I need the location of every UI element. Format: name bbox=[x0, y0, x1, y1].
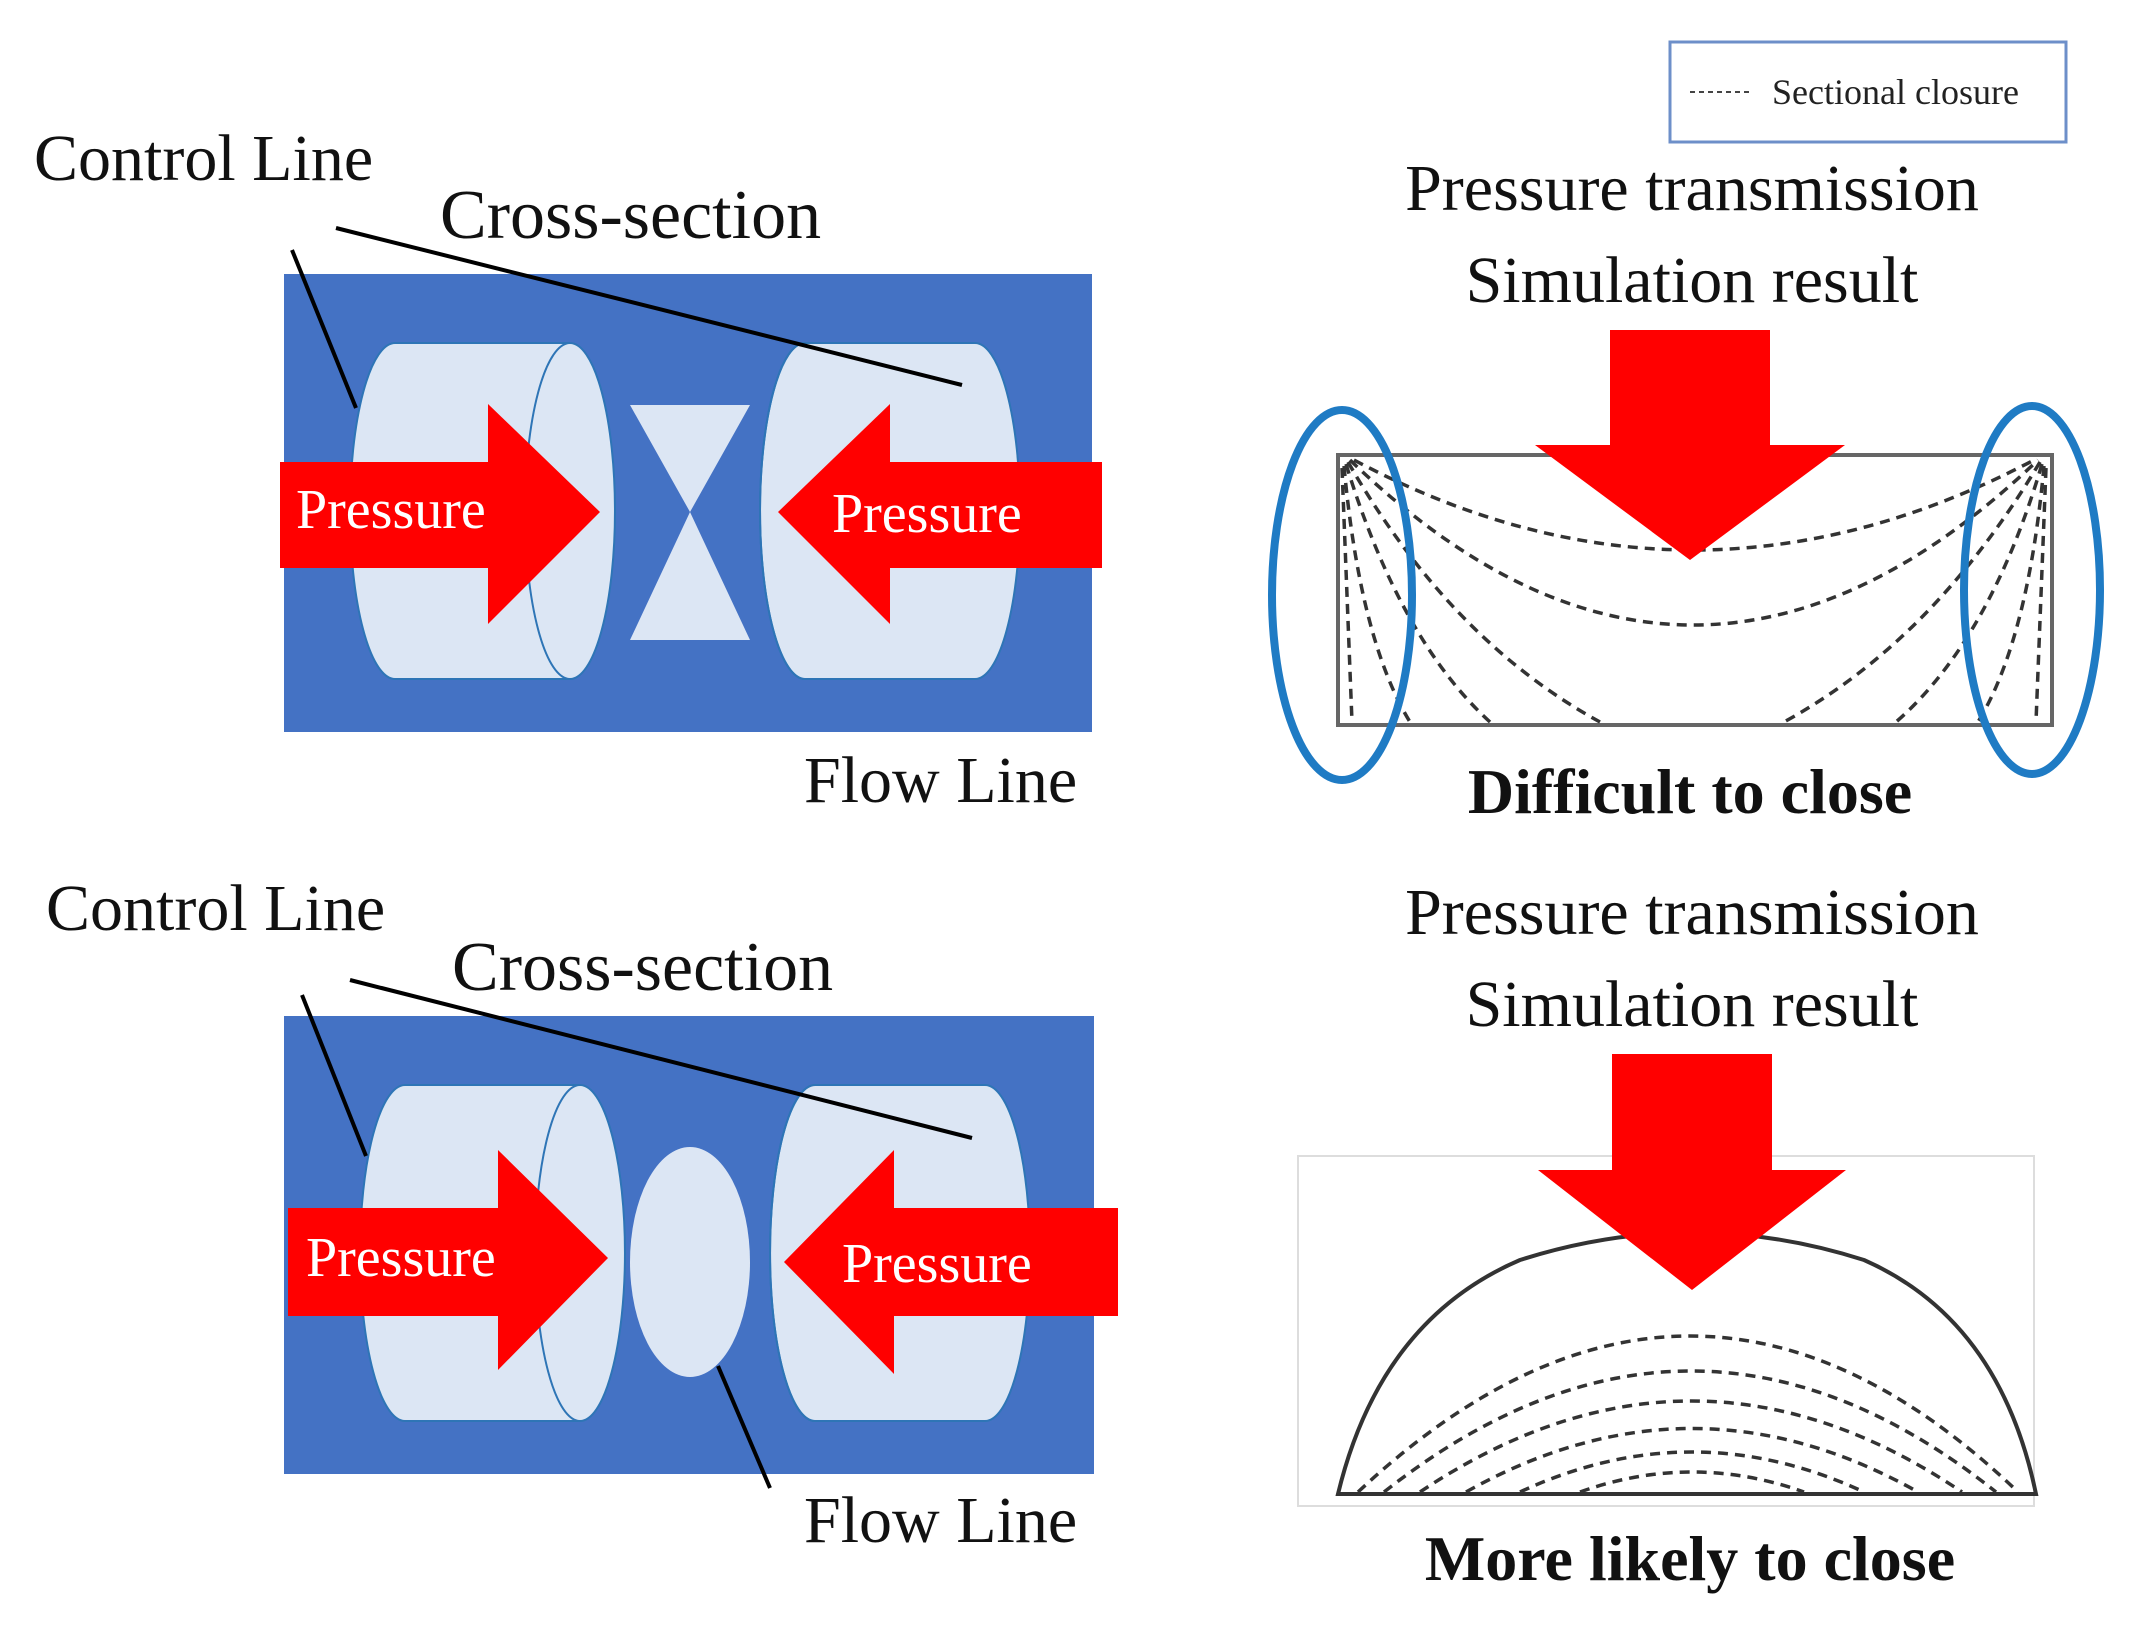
control-line-label: Control Line bbox=[34, 122, 373, 195]
cross-section-label: Cross-section bbox=[440, 177, 821, 254]
pressure-label-right: Pressure bbox=[842, 1233, 1032, 1295]
cross-section-leader bbox=[335, 226, 963, 387]
closure-contour bbox=[1356, 1334, 2020, 1494]
closure-contour bbox=[1353, 458, 2035, 552]
closure-contour bbox=[1382, 1369, 1998, 1494]
oval-cross-section bbox=[630, 1147, 750, 1377]
pressure-arrow-down bbox=[1535, 330, 1845, 560]
sim-caption: Difficult to close bbox=[1468, 756, 1912, 827]
flow-line-leader bbox=[716, 1365, 772, 1489]
closure-contours bbox=[1356, 1334, 2020, 1494]
cross-section-label: Cross-section bbox=[452, 929, 833, 1006]
pressure-arrow-left bbox=[280, 404, 600, 624]
pressure-arrow-down bbox=[1538, 1054, 1846, 1290]
flow-line-label: Flow Line bbox=[804, 1484, 1077, 1557]
flow-line-label: Flow Line bbox=[804, 744, 1077, 817]
closure-contour bbox=[1465, 1426, 1919, 1494]
sim-title-line1: Pressure transmission bbox=[1405, 152, 1979, 225]
pressure-arrow-right bbox=[778, 404, 1102, 624]
control-line-label: Control Line bbox=[46, 872, 385, 945]
closure-contour bbox=[1348, 458, 2040, 627]
closure-contour bbox=[1419, 1399, 1963, 1494]
hourglass-cross-section bbox=[630, 405, 750, 640]
sim-title-line1: Pressure transmission bbox=[1405, 876, 1979, 949]
pressure-label-left: Pressure bbox=[306, 1227, 496, 1289]
control-line-leader bbox=[290, 249, 358, 409]
sim-title-line2: Simulation result bbox=[1466, 968, 1919, 1041]
closure-contour bbox=[1340, 467, 2048, 723]
legend: Sectional closure bbox=[1668, 40, 2068, 144]
top-simulation-result: Pressure transmission Simulation result … bbox=[1268, 152, 2104, 827]
pressure-arrow-left bbox=[288, 1150, 608, 1370]
top-valve-diagram: Pressure Pressure Control Line Cross-sec… bbox=[34, 122, 1102, 817]
control-line-leader bbox=[300, 994, 368, 1157]
sim-caption: More likely to close bbox=[1425, 1523, 1955, 1594]
closure-contour bbox=[1346, 461, 2042, 724]
corner-ellipse-left bbox=[1268, 406, 1416, 784]
closure-contour bbox=[1579, 1470, 1805, 1494]
cross-section-leader bbox=[349, 978, 973, 1140]
pressure-arrow-right bbox=[784, 1150, 1118, 1374]
right-chamber-edge bbox=[759, 342, 806, 680]
corner-ellipse-right bbox=[1960, 402, 2104, 778]
right-chamber-edge bbox=[769, 1084, 816, 1422]
pressure-label-right: Pressure bbox=[832, 483, 1022, 545]
sim-title-line2: Simulation result bbox=[1466, 244, 1919, 317]
bottom-valve-diagram: Pressure Pressure Control Line Cross-sec… bbox=[46, 872, 1118, 1557]
pressure-label-left: Pressure bbox=[296, 479, 486, 541]
closure-contour bbox=[1519, 1450, 1865, 1494]
legend-label: Sectional closure bbox=[1772, 72, 2019, 112]
bottom-simulation-result: Pressure transmission Simulation result … bbox=[1297, 876, 2039, 1594]
